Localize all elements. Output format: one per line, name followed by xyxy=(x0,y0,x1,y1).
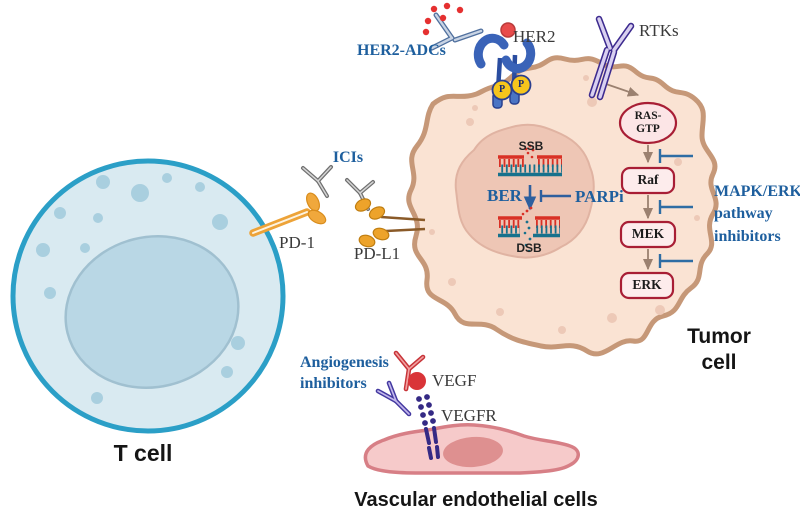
raf-node xyxy=(620,166,676,195)
icis-label: ICIs xyxy=(332,149,364,166)
dsb-label: DSB xyxy=(516,241,542,255)
ssb-label: SSB xyxy=(518,139,544,153)
vegfr-label: VEGFR xyxy=(441,406,497,425)
dna-dsb xyxy=(498,206,560,253)
endothelial-cell xyxy=(363,423,580,475)
mapk-inhibitors-label: MAPK/ERK pathway inhibitors xyxy=(714,183,800,245)
ras-gtp-label: RAS- GTP xyxy=(634,110,662,136)
adc-antibody xyxy=(422,2,484,51)
phospho-p-label-2: P xyxy=(517,78,525,90)
ici-antibody-pd1 xyxy=(301,165,333,198)
vascular-endothelial-cells-label: Vascular endothelial cells xyxy=(354,489,598,511)
adc-drug-payload-dots xyxy=(422,2,464,36)
dna-ssb xyxy=(498,144,562,177)
t-cell-label: T cell xyxy=(113,440,173,466)
raf-label: Raf xyxy=(637,172,659,187)
pd1-label: PD-1 xyxy=(279,233,315,252)
parpi-inhibition-bar xyxy=(539,190,571,202)
phospho-site-2 xyxy=(510,74,532,96)
mek-label: MEK xyxy=(631,226,665,241)
tumor-cell-label: Tumor cell xyxy=(687,325,751,374)
her2-receptor xyxy=(473,22,536,109)
mapk-inhibition-bars xyxy=(658,149,693,268)
tumor-cell-speckles xyxy=(429,75,700,334)
t-cell-granules xyxy=(36,173,245,404)
phospho-p-label-1: P xyxy=(498,83,506,95)
rtks-label: RTKs xyxy=(639,21,679,40)
mek-node xyxy=(619,220,677,249)
ssb-break-fragments xyxy=(524,144,535,159)
mapk-pathway xyxy=(605,83,693,300)
vegfr-receptor xyxy=(416,394,440,460)
vegf-label: VEGF xyxy=(432,371,477,390)
vegfr-antibody xyxy=(375,380,412,417)
dsb-break-fragments xyxy=(521,206,533,253)
parpi-label: PARPi xyxy=(575,187,624,206)
angiogenesis-inhibitors-label: Angiogenesis inhibitors xyxy=(300,354,389,392)
endothelial-nucleus xyxy=(443,436,503,468)
ras-gtp-node xyxy=(618,101,678,145)
her2-adcs-label: HER2-ADCs xyxy=(357,42,446,59)
pd1-receptor xyxy=(249,192,327,237)
rtk-receptor xyxy=(588,15,635,101)
pdl1-ligand xyxy=(354,198,426,248)
t-cell-nucleus xyxy=(64,234,240,390)
vegf-antibody xyxy=(393,350,426,392)
erk-node xyxy=(619,271,675,300)
pdl1-label: PD-L1 xyxy=(353,244,401,263)
vegf-molecule xyxy=(408,372,426,390)
her2-label: HER2 xyxy=(513,27,556,46)
erk-label: ERK xyxy=(632,277,662,292)
t-cell-body xyxy=(10,158,286,434)
rtk-signal-arrow xyxy=(605,83,640,97)
phospho-site-1 xyxy=(491,79,513,101)
ber-label: BER xyxy=(487,186,522,205)
her2-bound-ligand xyxy=(500,22,516,38)
